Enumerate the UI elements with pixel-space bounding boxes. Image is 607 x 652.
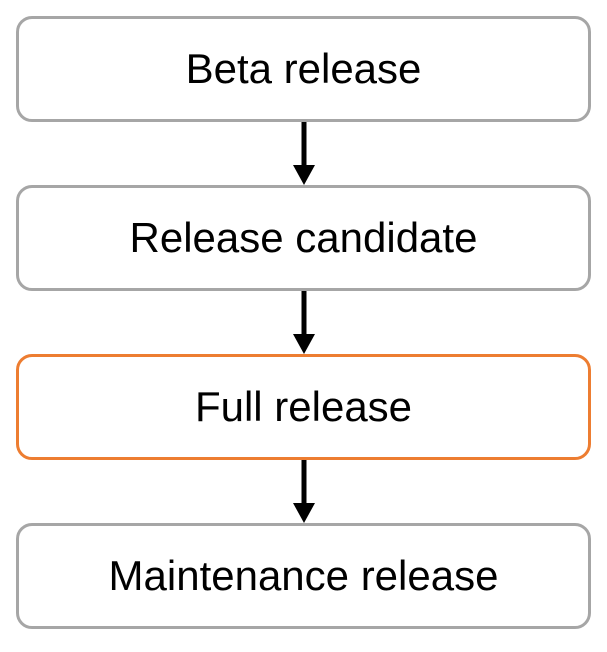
flow-connector <box>0 460 607 523</box>
node-label: Full release <box>194 383 413 430</box>
node-beta-release: Beta release <box>16 16 591 122</box>
arrow-down-icon <box>292 122 315 185</box>
node-release-candidate: Release candidate <box>16 185 591 291</box>
node-full-release: Full release <box>16 354 591 460</box>
flow-connector <box>0 291 607 354</box>
arrow-down-icon <box>292 291 315 354</box>
flow-connector <box>0 122 607 185</box>
node-label: Beta release <box>185 45 422 92</box>
arrow-down-icon <box>292 460 315 523</box>
node-label: Release candidate <box>129 214 478 261</box>
node-maintenance-release: Maintenance release <box>16 523 591 629</box>
node-label: Maintenance release <box>108 552 499 599</box>
